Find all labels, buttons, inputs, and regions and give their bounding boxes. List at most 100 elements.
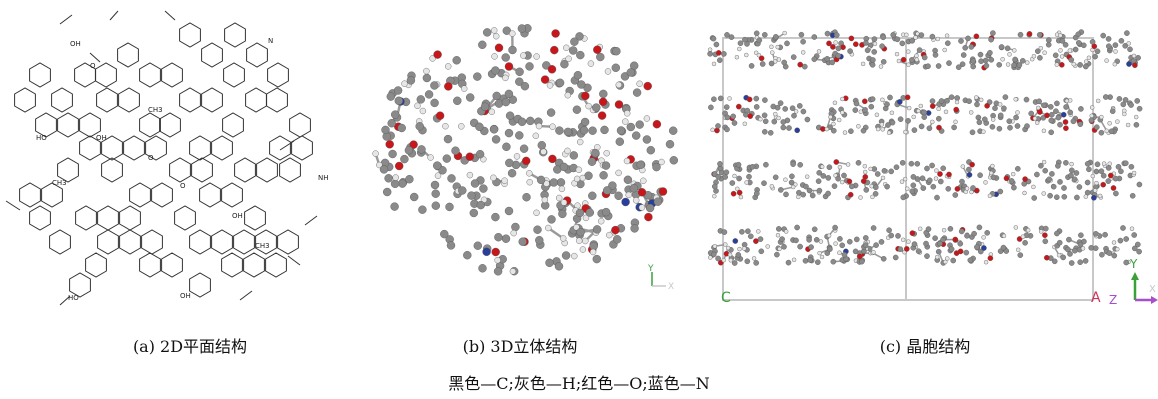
carbon-atom <box>505 111 515 120</box>
hydrogen-atom <box>886 130 892 135</box>
hydrogen-atom <box>1025 60 1030 65</box>
hydrogen-atom <box>546 82 554 89</box>
substituent-bond <box>59 14 73 25</box>
carbon-atom <box>807 257 813 263</box>
carbon-atom <box>430 180 440 190</box>
atom-label: CH3 <box>255 242 270 250</box>
carbon-atom <box>735 161 742 168</box>
ring-bond <box>79 135 101 161</box>
hydrogen-atom <box>510 229 517 237</box>
hydrogen-atom <box>488 108 496 116</box>
oxygen-atom <box>1107 172 1114 179</box>
carbon-atom <box>724 114 731 121</box>
ring-bond <box>101 157 123 183</box>
carbon-atom <box>909 38 915 44</box>
carbon-atom <box>761 112 768 119</box>
hydrogen-atom <box>535 122 543 130</box>
carbon-atom <box>1046 176 1053 183</box>
hydrogen-atom <box>712 244 718 249</box>
carbon-atom <box>798 31 805 38</box>
carbon-atom <box>710 35 717 42</box>
oxygen-atom <box>1003 175 1010 182</box>
carbon-atom <box>1080 42 1087 49</box>
oxygen-atom <box>957 248 964 255</box>
carbon-atom <box>908 160 915 167</box>
carbon-atom <box>424 90 434 99</box>
carbon-atom <box>642 135 652 144</box>
ring-bond <box>14 87 36 113</box>
carbon-atom <box>1007 124 1013 131</box>
ring-bond <box>179 22 201 48</box>
carbon-atom <box>1034 171 1040 178</box>
hydrogen-atom <box>837 164 843 170</box>
carbon-atom <box>1068 172 1074 179</box>
carbon-atom <box>1105 178 1112 184</box>
carbon-atom <box>1112 175 1119 182</box>
oxygen-atom <box>1022 176 1028 182</box>
hydrogen-atom <box>582 214 590 222</box>
carbon-atom <box>1084 179 1091 186</box>
carbon-atom <box>892 254 899 261</box>
carbon-atom <box>478 264 487 273</box>
hydrogen-atom <box>896 58 902 64</box>
ring-bond <box>243 252 265 278</box>
carbon-atom <box>1013 114 1019 121</box>
hydrogen-atom <box>819 254 825 260</box>
hydrogen-atom <box>597 217 605 225</box>
carbon-atom <box>1122 43 1129 49</box>
hydrogen-atom <box>756 229 761 234</box>
oxygen-atom <box>581 91 590 101</box>
carbon-atom <box>463 250 472 260</box>
carbon-atom <box>1011 184 1017 191</box>
carbon-atom <box>1072 46 1079 53</box>
ring-bond <box>75 205 97 231</box>
cell-label-c: C <box>721 290 731 306</box>
ring-bond <box>179 87 201 113</box>
hydrogen-atom <box>1041 159 1047 165</box>
hydrogen-atom <box>953 119 958 125</box>
hydrogen-atom <box>872 41 878 46</box>
panel-3d-structure: Y X <box>355 0 690 320</box>
carbon-atom <box>570 37 579 46</box>
carbon-atom <box>884 101 890 108</box>
carbon-atom <box>932 52 939 58</box>
carbon-atom <box>885 122 891 128</box>
hydrogen-atom <box>870 194 875 200</box>
carbon-atom <box>588 191 597 201</box>
color-legend: 黑色—C;灰色—H;红色—O;蓝色—N <box>448 374 710 393</box>
carbon-atom <box>779 236 785 242</box>
oxygen-atom <box>611 225 620 235</box>
carbon-atom <box>879 43 885 50</box>
ring-bond <box>96 87 118 113</box>
oxygen-atom <box>1026 31 1033 37</box>
hydrogen-atom <box>936 106 941 112</box>
hydrogen-atom <box>708 255 713 260</box>
hydrogen-atom <box>604 68 612 75</box>
carbon-atom <box>1077 121 1084 127</box>
carbon-atom <box>469 208 479 218</box>
carbon-atom <box>717 95 724 102</box>
hydrogen-atom <box>1000 57 1005 62</box>
hydrogen-atom <box>914 53 919 58</box>
ring-bond <box>291 135 313 161</box>
hydrogen-atom <box>1015 110 1020 115</box>
carbon-atom <box>592 254 602 264</box>
carbon-atom <box>1036 98 1042 105</box>
carbon-atom <box>827 246 833 252</box>
oxygen-atom <box>826 40 832 47</box>
hydrogen-atom <box>904 32 909 37</box>
hydrogen-atom <box>974 95 979 100</box>
carbon-atom <box>1116 96 1123 102</box>
carbon-atom <box>1123 236 1130 242</box>
carbon-atom <box>572 105 582 114</box>
carbon-atom <box>1134 98 1141 104</box>
carbon-atom <box>855 159 862 166</box>
hydrogen-atom <box>998 102 1003 107</box>
hydrogen-atom <box>782 30 787 36</box>
hydrogen-atom <box>914 57 920 62</box>
carbon-atom <box>560 59 569 69</box>
hydrogen-atom <box>744 180 749 185</box>
hydrogen-atom <box>427 154 434 161</box>
carbon-atom <box>555 78 565 88</box>
hydrogen-atom <box>840 96 845 102</box>
